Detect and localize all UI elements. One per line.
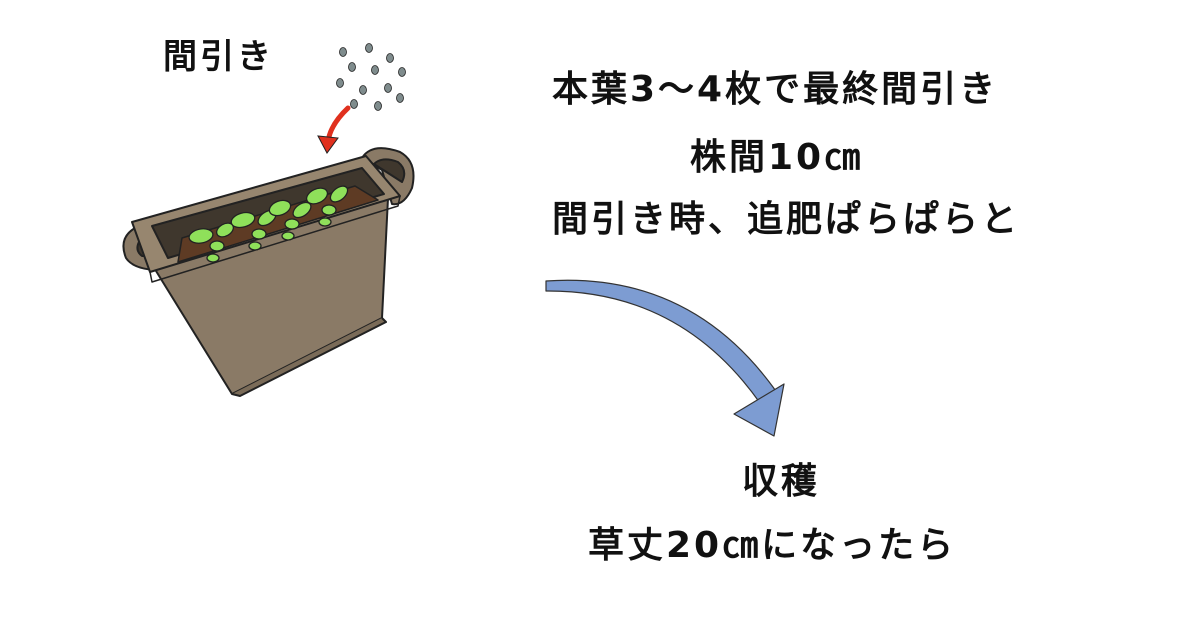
seeds-icon xyxy=(336,43,406,111)
harvest-title: 収穫 xyxy=(742,461,821,502)
plant-spacing-note: 株間10㎝ xyxy=(690,137,864,178)
harvest-condition: 草丈20㎝になったら xyxy=(588,525,957,566)
fertilizer-note: 間引き時、追肥ぱらぱらと xyxy=(552,199,1021,240)
planter-icon xyxy=(122,147,415,397)
red-arrow-icon xyxy=(317,105,351,154)
final-thinning-note: 本葉3〜4枚で最終間引き xyxy=(552,69,999,110)
blue-arrow-icon xyxy=(545,279,785,437)
thinning-label: 間引き xyxy=(163,37,274,77)
seedlings-icon xyxy=(188,185,349,263)
